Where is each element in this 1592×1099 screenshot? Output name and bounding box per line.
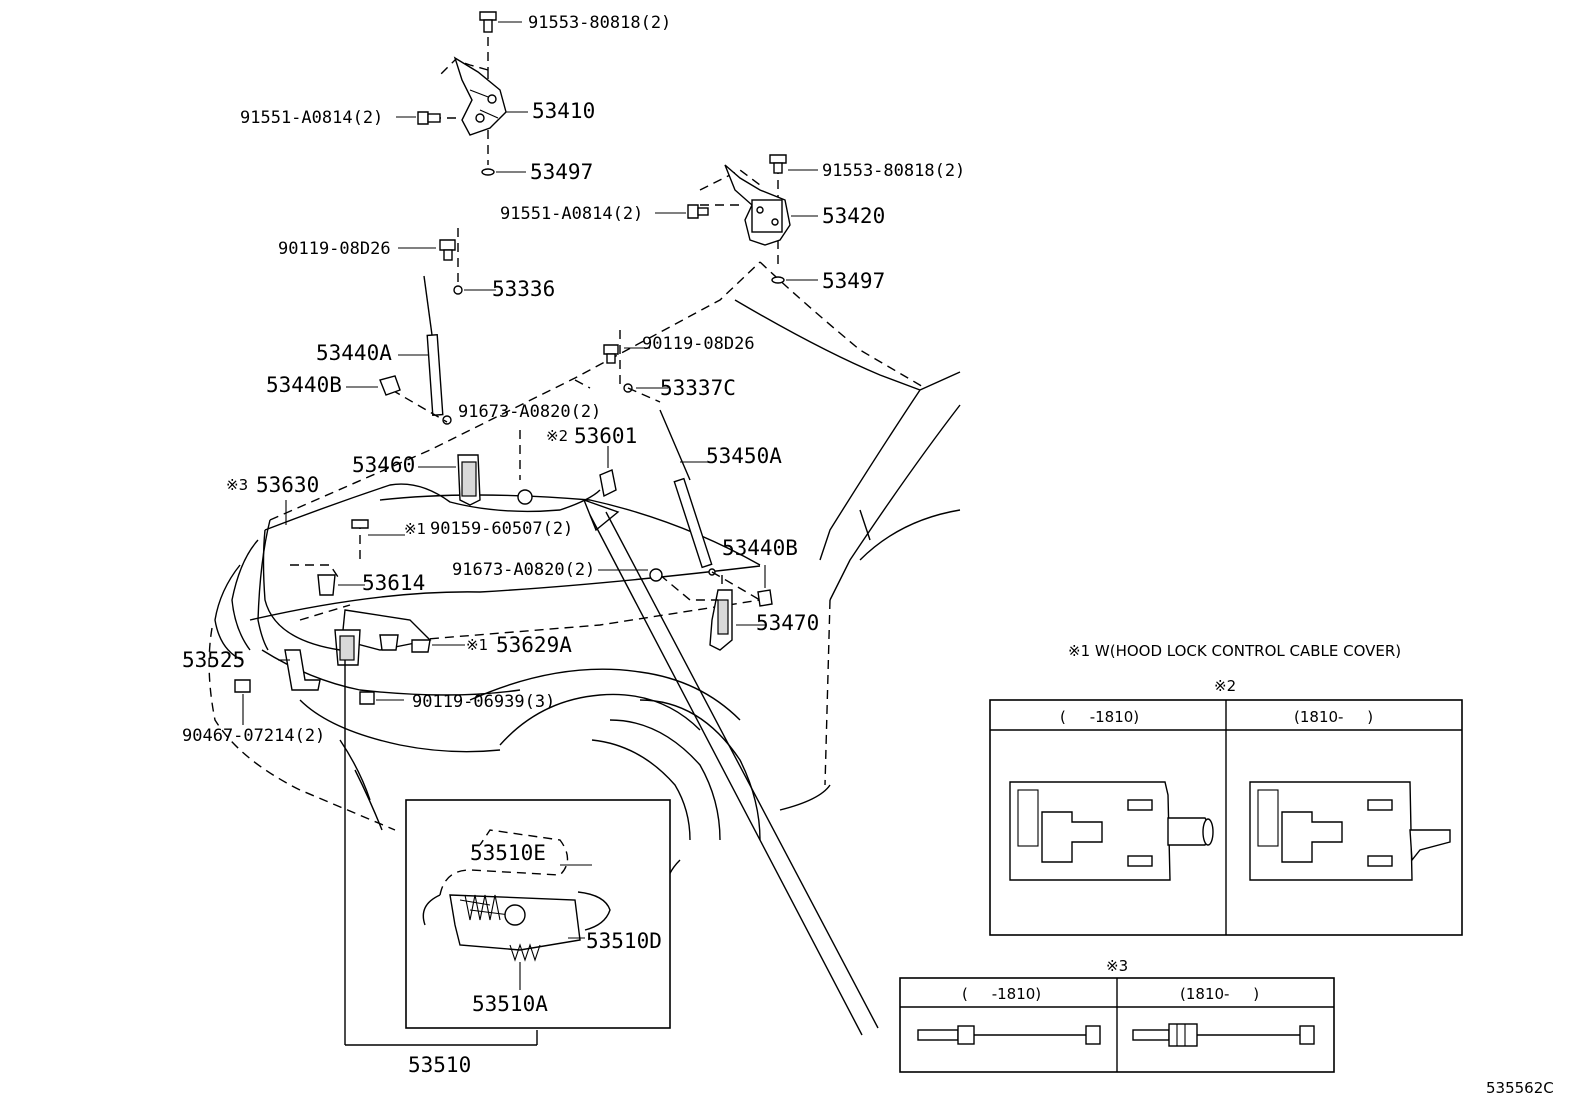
callout-53497-left: 53497 — [530, 160, 593, 184]
callout-53336: 53336 — [492, 277, 555, 301]
diagram-id: 535562C — [1486, 1079, 1554, 1097]
cable-old-drawing — [917, 1025, 1101, 1045]
callout-53525: 53525 — [182, 648, 245, 672]
callout-53629a: 53629A — [496, 633, 572, 657]
table3-col-left: ( -1810) — [962, 985, 1041, 1003]
callout-53450a: 53450A — [706, 444, 782, 468]
mark-3-53630: ※3 — [226, 476, 248, 494]
note-tables — [899, 699, 1463, 1073]
callout-90119-08d26-mid: 90119-08D26 — [642, 334, 755, 354]
callout-53630: 53630 — [256, 473, 319, 497]
callout-53614: 53614 — [362, 571, 425, 595]
table2-col-left: ( -1810) — [1060, 708, 1139, 726]
callout-91553-80818-top: 91553-80818(2) — [528, 13, 671, 33]
callout-53420: 53420 — [822, 204, 885, 228]
hinge-right-53420 — [655, 154, 818, 284]
note-hood-lock-cover: ※1 W(HOOD LOCK CONTROL CABLE COVER) — [1068, 642, 1401, 660]
mark-1-53629a: ※1 — [466, 636, 488, 654]
callout-90467-07214: 90467-07214(2) — [182, 726, 325, 746]
hinge-left-53410 — [396, 11, 528, 176]
callout-53410: 53410 — [532, 99, 595, 123]
callout-91673-a0820-top: 91673-A0820(2) — [458, 402, 601, 422]
callout-53510d: 53510D — [586, 929, 662, 953]
table3-col-right: (1810- ) — [1180, 985, 1259, 1003]
pointer-arrow — [582, 498, 879, 1036]
callout-90119-06939: 90119-06939(3) — [412, 692, 555, 712]
lock-assembly-bracket — [344, 660, 538, 1046]
hood-stay-left — [346, 228, 496, 425]
callout-91551-a0814-mid: 91551-A0814(2) — [500, 204, 643, 224]
cable-cover-new-drawing — [1249, 781, 1451, 881]
mark-1-90159: ※1 — [404, 520, 426, 538]
callout-53440b-left: 53440B — [266, 373, 342, 397]
car-body-outline — [208, 261, 961, 901]
callout-53510e: 53510E — [470, 841, 546, 865]
callout-91551-a0814-left: 91551-A0814(2) — [240, 108, 383, 128]
lock-detail-box — [405, 799, 671, 1029]
table2-col-right: (1810- ) — [1294, 708, 1373, 726]
cable-cover-old-drawing — [1009, 781, 1214, 881]
table2-mark: ※2 — [1214, 677, 1236, 695]
callout-53510a: 53510A — [472, 992, 548, 1016]
table3-mark: ※3 — [1106, 957, 1128, 975]
callout-53497-right: 53497 — [822, 269, 885, 293]
callout-90119-08d26-left: 90119-08D26 — [278, 239, 391, 259]
cable-new-drawing — [1132, 1023, 1315, 1047]
callout-53510: 53510 — [408, 1053, 471, 1077]
hood-support-parts — [317, 430, 765, 651]
callout-53440b-right: 53440B — [722, 536, 798, 560]
callout-53460: 53460 — [352, 453, 415, 477]
hood-stay-right — [603, 330, 773, 607]
callout-91673-a0820-mid: 91673-A0820(2) — [452, 560, 595, 580]
callout-91553-80818-right: 91553-80818(2) — [822, 161, 965, 181]
part-callouts: 91553-80818(2) 53410 91551-A0814(2) 5349… — [182, 13, 1554, 1097]
callout-53470: 53470 — [756, 611, 819, 635]
callout-90159-60507: 90159-60507(2) — [430, 519, 573, 539]
callout-53440a: 53440A — [316, 341, 392, 365]
mark-2-53601: ※2 — [546, 427, 568, 445]
hood-lock-area — [234, 483, 601, 725]
callout-53337c: 53337C — [660, 376, 736, 400]
callout-53601: 53601 — [574, 424, 637, 448]
